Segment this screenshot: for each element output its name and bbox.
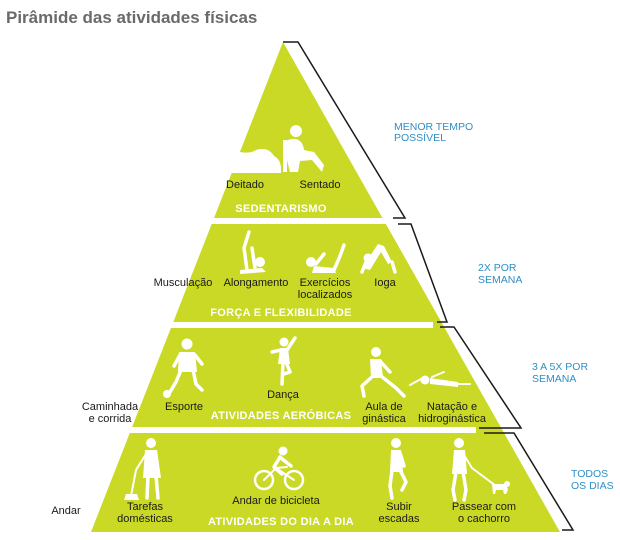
activity-label: Aula de [365,401,402,413]
stretching-icon [240,230,266,274]
bracket-forca [398,223,449,323]
activity-caminhada: Caminhada e corrida [82,339,140,425]
bracket-sedentarismo [283,41,407,219]
activity-label: Musculação [154,277,213,289]
bodybuilder-icon [172,231,200,274]
soccer-player-icon [163,338,204,398]
activity-passear-cachorro: Passear com o cachorro [451,438,516,525]
activity-label: Dança [267,389,300,401]
lunge-exercise-icon [360,347,406,398]
situp-icon [306,243,346,273]
activity-label: Ioga [374,277,396,289]
activity-andar: Andar [51,438,82,517]
frequency-label-1: MENOR TEMPO POSSÍVEL [394,121,473,144]
activity-musculacao: Musculação [154,231,213,289]
frequency-text: TODOS [571,468,608,480]
dog-walker-icon [451,438,510,502]
lying-person-icon [220,148,282,173]
activity-label: Natação e [427,401,477,413]
activity-aula-ginastica: Aula de ginástica [360,347,407,425]
activity-label: Esporte [165,401,203,413]
activity-label: Andar de bicicleta [232,495,320,507]
dancer-icon [270,336,297,386]
activity-subir-escadas: Subir escadas [379,438,420,525]
tier-title-forca: FORÇA E FLEXIBILIDADE [210,307,352,319]
yoga-pose-icon [360,244,397,274]
activity-label: Exercícios [300,277,351,289]
bracket-aerobicas [440,326,523,429]
swimmer-icon [409,371,471,387]
activity-label: escadas [379,513,420,525]
frequency-text: SEMANA [532,373,576,385]
frequency-text: OS DIAS [571,480,614,492]
activity-label: Deitado [226,179,264,191]
bracket-dia-a-dia [484,432,575,531]
runner-icon [116,339,140,396]
activity-label: o cachorro [458,513,510,525]
cyclist-icon [253,446,305,491]
frequency-text: 3 A 5X POR [532,361,588,373]
frequency-text: SEMANA [478,274,522,286]
activity-label: Passear com [452,501,516,513]
activity-label: Tarefas [127,501,164,513]
frequency-label-2: 2X POR SEMANA [478,262,522,286]
activity-label: Subir [386,501,412,513]
frequency-label-4: TODOS OS DIAS [571,468,614,492]
activity-danca: Dança [267,336,300,401]
frequency-text: MENOR TEMPO [394,121,473,133]
activity-label: ginástica [362,413,406,425]
activity-label: Alongamento [224,277,289,289]
activity-label: domésticas [117,513,173,525]
page-title: Pirâmide das atividades físicas [6,8,258,27]
tier-title-sedentarismo: SEDENTARISMO [235,203,327,215]
frequency-text: POSSÍVEL [394,131,446,144]
frequency-label-3: 3 A 5X POR SEMANA [532,361,588,385]
tier-title-dia-a-dia: ATIVIDADES DO DIA A DIA [208,516,354,528]
activity-label: hidroginástica [418,413,487,425]
frequency-brackets [283,41,575,531]
activity-exercicios-localizados: Exercícios localizados [298,243,353,301]
activity-label: localizados [298,289,353,301]
pyramid-background [91,42,560,532]
activity-deitado: Deitado [220,148,282,191]
stair-climber-icon [388,438,408,500]
activity-sentado: Sentado [283,125,340,191]
activity-esporte: Esporte [163,338,204,413]
frequency-text: 2X POR [478,262,517,274]
activity-ioga: Ioga [360,244,397,289]
activity-label: Caminhada [82,401,139,413]
sitting-person-icon [283,125,324,172]
activity-label: e corrida [89,413,133,425]
activity-natacao: Natação e hidroginástica [409,371,487,425]
activity-tarefas-domesticas: Tarefas domésticas [117,438,173,525]
activity-label: Andar [51,505,81,517]
walking-woman-icon [62,438,82,502]
sweeping-woman-icon [124,438,161,500]
activity-bicicleta: Andar de bicicleta [232,446,321,507]
activity-label: Sentado [300,179,341,191]
activity-alongamento: Alongamento [224,230,289,289]
tier-title-aerobicas: ATIVIDADES AERÓBICAS [211,409,351,422]
